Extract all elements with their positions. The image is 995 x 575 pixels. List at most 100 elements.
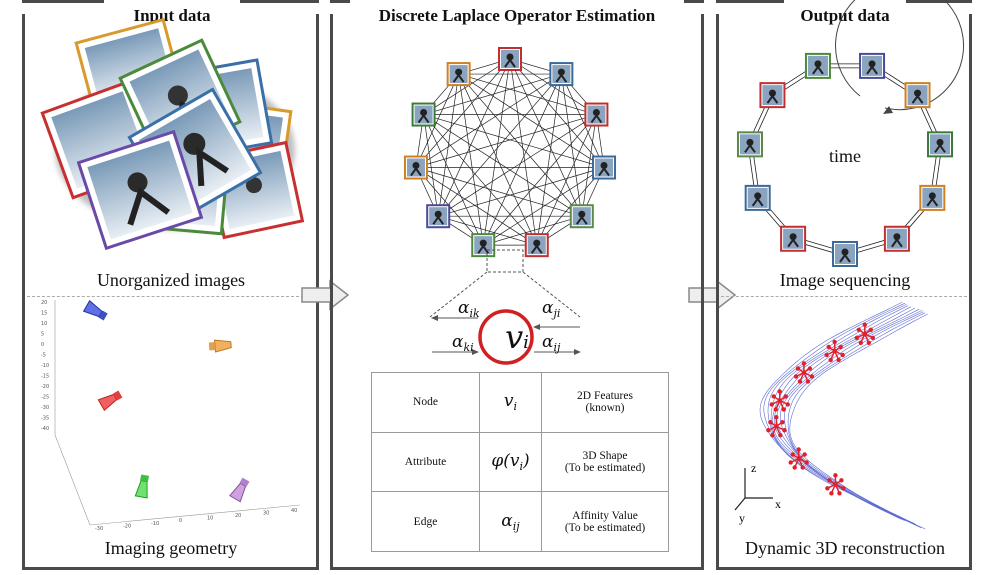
table-row: Attribute φ(vi) 3D Shape(To be estimated… xyxy=(371,431,669,493)
graph-node xyxy=(446,62,471,87)
row-description: 2D Features(known) xyxy=(541,372,669,433)
graph-edge xyxy=(415,114,597,168)
graph-edge xyxy=(415,167,537,246)
time-cycle-arrowhead xyxy=(883,106,893,114)
graph-edge xyxy=(458,74,484,246)
row-label: Edge xyxy=(371,491,480,552)
graph-node xyxy=(584,102,609,127)
estimation-panel-title: Discrete Laplace Operator Estimation xyxy=(378,6,656,25)
graph-edge xyxy=(509,58,538,246)
graph-edge xyxy=(458,73,583,217)
estimation-panel-frame-top-right xyxy=(684,0,704,3)
graph-node xyxy=(411,102,436,127)
graph-edge xyxy=(415,167,582,217)
sequence-node xyxy=(804,52,831,79)
sequence-node xyxy=(919,184,946,211)
camera-blue xyxy=(82,300,108,321)
axis-tick-label: 10 xyxy=(41,321,47,327)
complete-graph xyxy=(403,47,617,258)
zoom-callout xyxy=(429,249,581,365)
axis-tick-label: 10 xyxy=(207,516,213,522)
graph-edge xyxy=(458,73,605,168)
skeleton-pose xyxy=(769,389,790,412)
axis-tick-label: 0 xyxy=(179,518,182,524)
unorganized-images-caption: Unorganized images xyxy=(96,270,246,290)
trajectory xyxy=(789,313,928,530)
skeleton-pose xyxy=(854,322,876,345)
trajectory xyxy=(759,301,903,518)
graph-edge xyxy=(458,73,597,115)
graph-edge xyxy=(509,58,597,115)
graph-node xyxy=(426,204,451,229)
graph-edge xyxy=(509,58,605,168)
axis-tick-label: 0 xyxy=(41,342,44,348)
graph-edge xyxy=(423,58,511,115)
graph-node xyxy=(471,233,496,258)
table-row: Node vi 2D Features(known) xyxy=(371,372,669,433)
output-panel-frame-top-left xyxy=(716,0,784,3)
graph-node xyxy=(524,233,549,258)
table-row: Edge αij Affinity Value(To be estimated) xyxy=(371,491,669,552)
axis-tick-label: -30 xyxy=(95,526,103,532)
axis-tick-label: -30 xyxy=(41,405,49,411)
graph-edge xyxy=(458,73,538,246)
graph-edge xyxy=(482,114,597,246)
imaging-geometry-caption: Imaging geometry xyxy=(104,538,238,558)
axis-tick-label: 30 xyxy=(263,510,269,516)
axis-tick-label: -25 xyxy=(41,395,49,401)
graph-edge xyxy=(482,73,562,246)
axis-z-label: z xyxy=(751,461,756,475)
skeleton-pose xyxy=(788,447,809,470)
axis-y-label: y xyxy=(739,511,745,525)
output-panel-title: Output data xyxy=(800,6,890,25)
image-sequence-ring xyxy=(736,0,964,267)
graph-edge xyxy=(536,114,597,246)
graph-edge xyxy=(423,73,562,115)
graph-edge xyxy=(423,114,538,246)
estimation-panel xyxy=(330,14,704,570)
dynamic-reconstruction-caption: Dynamic 3D reconstruction xyxy=(745,538,945,558)
row-symbol: vi xyxy=(479,372,542,433)
axis-tick-label: 40 xyxy=(291,508,297,514)
row-symbol: φ(vi) xyxy=(479,431,542,493)
trajectory xyxy=(776,308,920,525)
axis-x-label: x xyxy=(775,497,781,511)
axis-tick-label: -10 xyxy=(151,521,159,527)
graph-edge xyxy=(423,114,484,246)
graph-node xyxy=(592,155,617,180)
graph-edge xyxy=(561,73,605,168)
output-panel xyxy=(716,14,972,570)
row-label: Attribute xyxy=(371,431,480,493)
graph-edge xyxy=(561,74,583,217)
axis-tick-label: -35 xyxy=(41,416,49,422)
graph-edge xyxy=(423,114,439,217)
graph-edge xyxy=(438,114,597,217)
camera-green xyxy=(134,474,150,499)
row-label: Node xyxy=(371,372,480,433)
axis-tick-label: -40 xyxy=(41,426,49,432)
attribute-table: Node vi 2D Features(known) Attribute φ(v… xyxy=(371,372,669,552)
camera-orange xyxy=(208,339,232,353)
axis-tick-label: 20 xyxy=(41,300,47,306)
graph-edge xyxy=(483,215,582,246)
graph-node xyxy=(403,155,428,180)
graph-node xyxy=(569,204,594,229)
axis-tick-label: 5 xyxy=(41,332,44,338)
output-panel-frame-top-right xyxy=(906,0,972,3)
graph-edge xyxy=(438,167,605,217)
graph-edge xyxy=(437,58,511,217)
camera-purple xyxy=(229,477,250,503)
sequence-node xyxy=(927,131,954,158)
edge-label-alpha-ij: αij xyxy=(542,332,561,354)
edge-label-alpha-ji: αji xyxy=(542,298,561,320)
graph-node xyxy=(549,62,574,87)
sequence-node xyxy=(832,241,858,267)
axis-tick-label: -10 xyxy=(41,363,49,369)
sequence-node xyxy=(744,184,771,211)
row-symbol: αij xyxy=(479,491,542,552)
sequence-node xyxy=(904,82,931,109)
image-sequencing-caption: Image sequencing xyxy=(779,270,911,290)
sequence-node xyxy=(736,131,763,158)
sequence-node xyxy=(883,225,910,252)
